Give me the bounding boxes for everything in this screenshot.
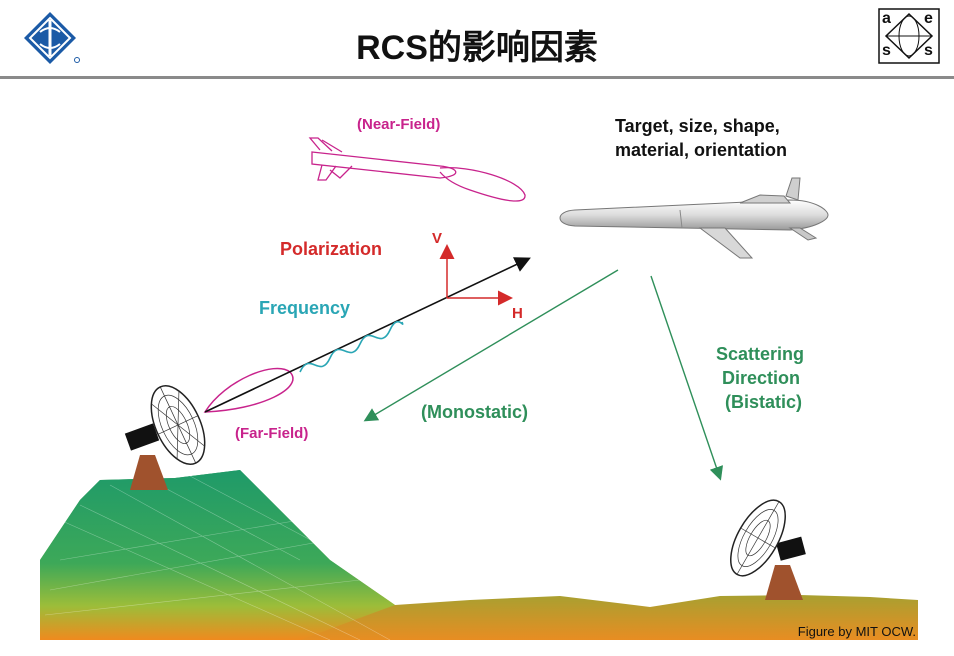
receiver-dish-icon (730, 499, 806, 600)
target-missile-icon (559, 177, 829, 259)
aes-logo: a e s s (878, 8, 940, 64)
scattering-label: Scattering (716, 344, 805, 364)
target-label: Target, size, shape, (615, 116, 780, 136)
aes-letter-s1: s (882, 42, 891, 59)
target-label-line2: material, orientation (615, 140, 788, 160)
near-field-label: (Near-Field) (357, 116, 441, 133)
transmitter-dish-icon (124, 385, 206, 490)
far-field-label: (Far-Field) (235, 425, 309, 442)
frequency-wave (299, 320, 404, 373)
aes-letter-e: e (924, 10, 933, 27)
monostatic-label: (Monostatic) (421, 402, 528, 422)
direction-label: Direction (722, 368, 801, 388)
polarization-label: Polarization (280, 239, 383, 259)
near-field-missile-icon (308, 137, 526, 202)
bistatic-arrow (650, 275, 724, 481)
page-title: RCS的影响因素 (356, 29, 598, 67)
terrain (40, 470, 918, 641)
aes-letter-a: a (882, 10, 891, 27)
h-label: H (512, 305, 523, 322)
title-divider (0, 76, 954, 79)
frequency-label: Frequency (259, 298, 351, 318)
aes-letter-s2: s (924, 42, 933, 59)
bistatic-label: (Bistatic) (725, 392, 803, 412)
v-label: V (432, 230, 443, 247)
ieee-logo (24, 12, 80, 64)
monostatic-arrow (363, 269, 619, 422)
figure-credit: Figure by MIT OCW. (797, 624, 916, 639)
